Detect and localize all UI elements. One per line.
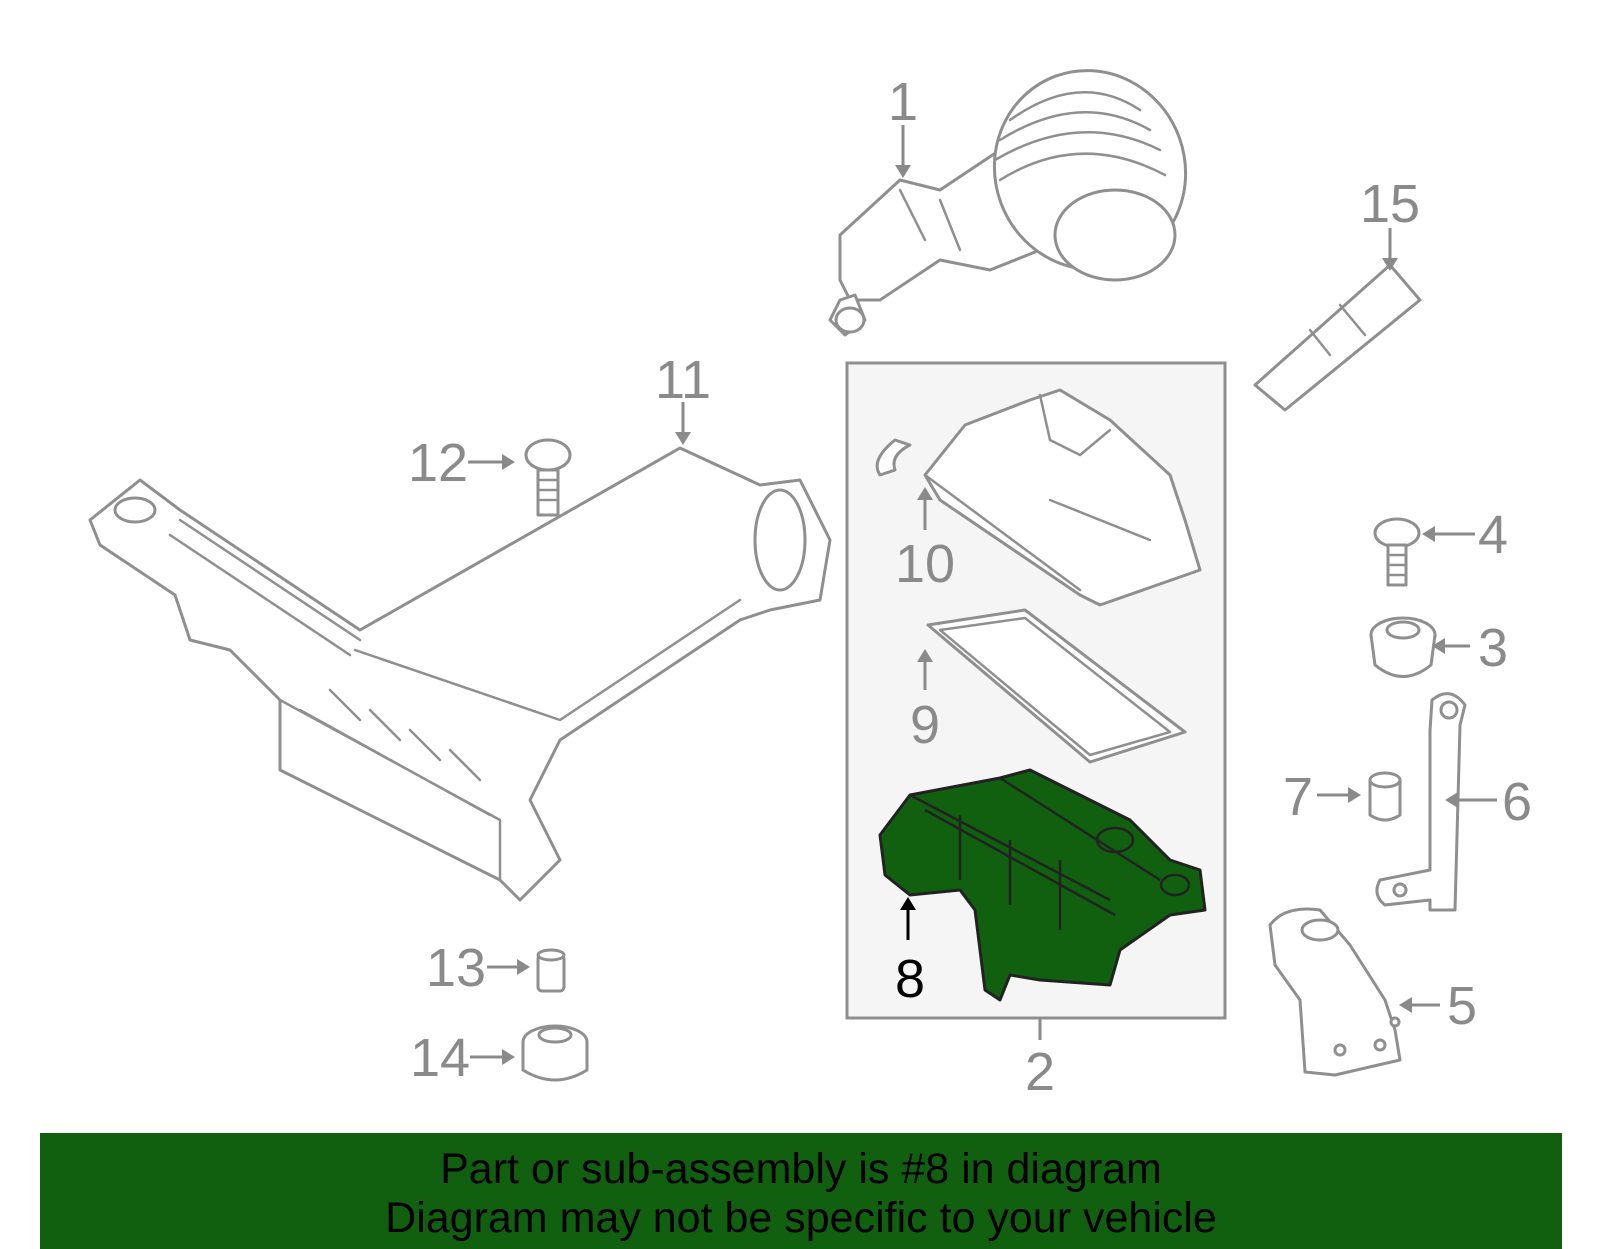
part-7-clip[interactable] bbox=[1368, 771, 1402, 822]
part-12-bolt[interactable] bbox=[524, 438, 572, 517]
callout-6: 6 bbox=[1502, 772, 1532, 832]
callout-13: 13 bbox=[426, 938, 486, 998]
callout-10: 10 bbox=[895, 534, 955, 594]
part-9-filter-element[interactable] bbox=[926, 608, 1187, 764]
callouts: 1 15 11 12 10 9 8 4 3 6 7 5 13 14 2 bbox=[408, 72, 1532, 1102]
callout-15: 15 bbox=[1360, 174, 1420, 234]
callout-7: 7 bbox=[1283, 767, 1313, 827]
callout-4: 4 bbox=[1478, 505, 1508, 565]
part-14-grommet[interactable] bbox=[521, 1024, 589, 1082]
callout-11: 11 bbox=[655, 350, 711, 410]
callout-5: 5 bbox=[1447, 976, 1477, 1036]
callout-9: 9 bbox=[910, 695, 940, 755]
part-3-grommet[interactable] bbox=[1369, 616, 1437, 678]
part-1-maf-housing[interactable] bbox=[828, 44, 1213, 337]
callout-1: 1 bbox=[888, 72, 918, 132]
footer-line-1: Part or sub-assembly is #8 in diagram bbox=[440, 1145, 1162, 1193]
footer-banner: Part or sub-assembly is #8 in diagram Di… bbox=[40, 1133, 1562, 1249]
part-11-intake-duct[interactable] bbox=[88, 446, 832, 902]
callout-8: 8 bbox=[895, 949, 925, 1009]
leaders bbox=[468, 125, 1497, 1065]
callout-12: 12 bbox=[408, 433, 468, 493]
part-6-bracket[interactable] bbox=[1375, 692, 1467, 912]
part-15-sensor[interactable] bbox=[1253, 263, 1422, 412]
part-8-lower-housing[interactable] bbox=[878, 768, 1207, 1002]
footer-line-2: Diagram may not be specific to your vehi… bbox=[385, 1194, 1217, 1242]
part-10-upper-cover[interactable] bbox=[875, 388, 1202, 607]
part-4-bolt[interactable] bbox=[1373, 517, 1421, 587]
part-13-sleeve[interactable] bbox=[536, 948, 566, 993]
callout-14: 14 bbox=[410, 1028, 470, 1088]
part-5-bracket[interactable] bbox=[1268, 907, 1402, 1077]
callout-3: 3 bbox=[1478, 618, 1508, 678]
callout-2: 2 bbox=[1025, 1042, 1055, 1102]
